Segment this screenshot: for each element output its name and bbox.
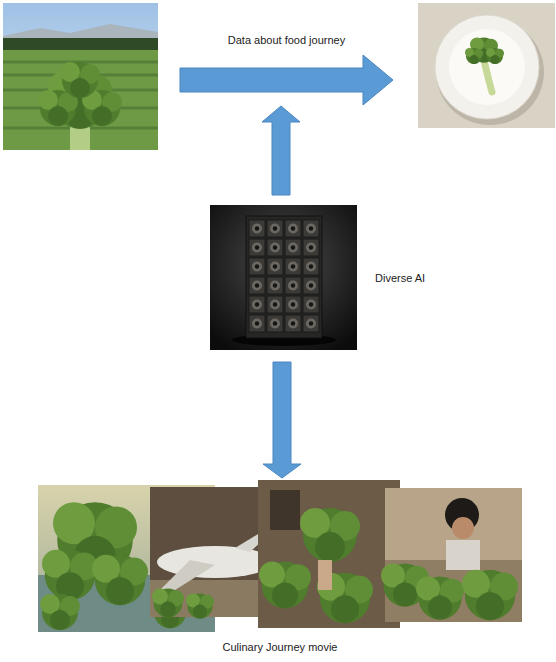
arrow-label: Data about food journey (180, 34, 393, 46)
movie-node: Culinary Journey movie (38, 478, 522, 660)
plate-photo (418, 3, 555, 128)
block-arrow (263, 362, 301, 478)
field-photo (3, 3, 158, 150)
ai-cabinet-photo (210, 205, 357, 350)
movie-collage (38, 480, 522, 632)
data-arrow (180, 55, 393, 105)
feed-arrow (262, 106, 300, 195)
node-label: Diverse AI (375, 272, 425, 284)
node-label: Culinary Journey movie (38, 641, 522, 653)
ai-node: Diverse AI (210, 205, 442, 351)
